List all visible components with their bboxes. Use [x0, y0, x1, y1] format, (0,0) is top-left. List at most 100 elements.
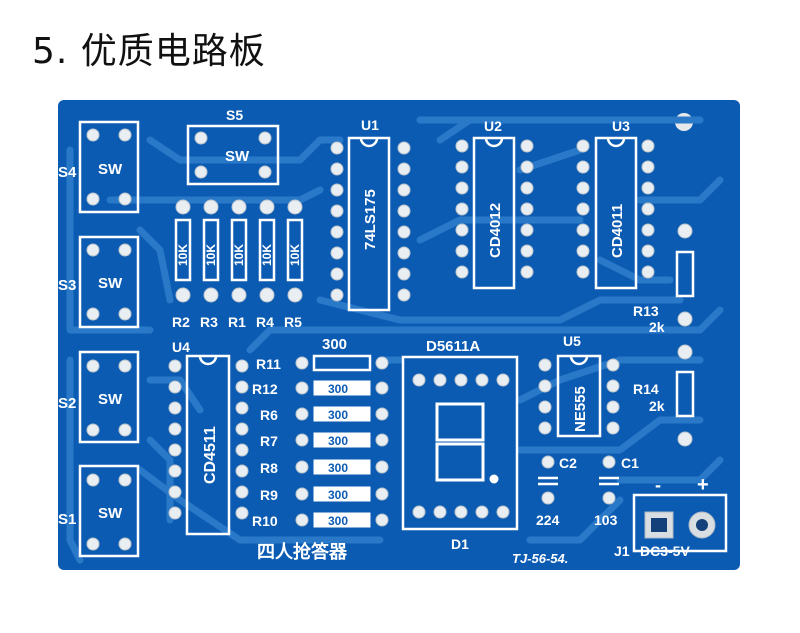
- chip-u1: 74LS175 U1: [330, 117, 411, 312]
- switch-ref-s4: S4: [58, 164, 77, 181]
- switch-s2: SW S2: [58, 350, 140, 444]
- resistor-r11: R11: [256, 354, 389, 372]
- display-part: D5611A: [426, 338, 480, 355]
- seven-segment-display: D5611A D1: [401, 338, 519, 552]
- chip-u5: NE555 U5: [538, 333, 620, 438]
- resistor-value: 10K: [232, 244, 246, 266]
- resistor-value: 10K: [176, 244, 190, 266]
- chip-u1-part: 74LS175: [362, 189, 379, 250]
- switch-s3: SW S3: [58, 235, 140, 329]
- resistor-r9: 300 R9: [260, 486, 389, 503]
- resistor-ref: R4: [256, 314, 274, 330]
- chip-u1-ref: U1: [361, 117, 379, 133]
- display-segments: [435, 402, 499, 484]
- chip-u4: CD4511 U4: [168, 339, 249, 536]
- resistor-r13: R13 2k: [633, 223, 695, 335]
- resistor-r12: 300 R12: [252, 380, 389, 397]
- resistor-stack-header: 300: [322, 336, 347, 353]
- resistor-array-10k: 10K R2 10K R3 10K R1 10K R4 10K R5: [172, 199, 304, 330]
- resistor-ref: R11: [256, 356, 281, 372]
- switch-s4: SW S4: [58, 120, 140, 214]
- resistor-value: 10K: [260, 244, 274, 266]
- resistor-stack-300: 300 R11 300 R12 300 R6 300 R7 300: [252, 336, 389, 529]
- resistor-r7: 300 R7: [260, 432, 389, 449]
- switch-ref-s3: S3: [58, 277, 76, 294]
- chip-u4-part: CD4511: [202, 426, 219, 484]
- resistor-value: 300: [328, 408, 348, 422]
- chip-u2-part: CD4012: [487, 203, 504, 258]
- power-ref: J1: [614, 543, 630, 559]
- resistor-r8: 300 R8: [260, 459, 389, 476]
- resistor-value: 10K: [204, 244, 218, 266]
- resistor-ref: R5: [284, 314, 302, 330]
- chip-u5-ref: U5: [563, 333, 581, 349]
- chip-u4-pins: [168, 359, 249, 520]
- chip-u2-ref: U2: [484, 118, 502, 134]
- chip-u3-part: CD4011: [609, 204, 626, 258]
- switch-label: SW: [98, 391, 123, 408]
- chip-u5-part: NE555: [572, 386, 589, 432]
- capacitor-c1-ref: C1: [621, 455, 639, 471]
- board-title: 四人抢答器: [257, 541, 348, 562]
- chip-u3-pins: [576, 139, 655, 279]
- resistor-value: 300: [328, 434, 348, 448]
- resistor-ref: R1: [228, 314, 246, 330]
- chip-u4-ref: U4: [172, 339, 190, 355]
- resistor-value: 300: [328, 514, 348, 528]
- resistor-ref: R12: [252, 381, 278, 397]
- resistor-ref: R3: [200, 314, 218, 330]
- power-plus: +: [697, 474, 709, 496]
- capacitor-c2-ref: C2: [559, 455, 577, 471]
- chip-u3-ref: U3: [612, 118, 630, 134]
- resistor-ref: R10: [252, 513, 278, 529]
- switch-s5: SW S5: [186, 107, 280, 186]
- resistor-r10: 300 R10: [252, 512, 389, 529]
- resistor-r1: 10K R1: [228, 199, 248, 330]
- display-ref: D1: [451, 536, 469, 552]
- capacitor-c2: C2 224: [536, 455, 577, 528]
- switch-ref-s2: S2: [58, 395, 76, 412]
- resistor-r3: 10K R3: [200, 199, 220, 330]
- resistor-ref: R9: [260, 487, 278, 503]
- resistor-r14-ref: R14: [633, 381, 659, 397]
- resistor-r13-ref: R13: [633, 303, 659, 319]
- resistor-r14-value: 2k: [649, 398, 665, 414]
- chip-u3: CD4011 U3: [576, 118, 655, 290]
- power-minus: -: [655, 475, 661, 495]
- switch-ref-s1: S1: [58, 511, 76, 528]
- resistor-ref: R2: [172, 314, 190, 330]
- chip-u2-pins: [455, 139, 534, 279]
- switch-ref-s5: S5: [226, 107, 243, 123]
- board-code: TJ-56-54.: [512, 551, 568, 566]
- switch-label: SW: [98, 505, 123, 522]
- capacitor-c1-value: 103: [594, 512, 618, 528]
- chip-u5-pins: [538, 358, 620, 435]
- power-label: DC3-5V: [640, 543, 690, 559]
- resistor-ref: R7: [260, 433, 278, 449]
- resistor-r2: 10K R2: [172, 199, 192, 330]
- switch-s1: SW S1: [58, 464, 140, 558]
- display-pins-bottom: [412, 505, 510, 519]
- resistor-value: 300: [328, 488, 348, 502]
- power-connector-j1: - + J1 DC3-5V: [614, 474, 728, 559]
- resistor-r14: R14 2k: [633, 344, 695, 447]
- resistor-value: 300: [328, 382, 348, 396]
- page-heading: 5. 优质电路板: [32, 31, 266, 72]
- switch-label: SW: [98, 275, 123, 292]
- display-pins-top: [412, 373, 510, 387]
- capacitor-c2-value: 224: [536, 512, 560, 528]
- switch-label: SW: [98, 161, 123, 178]
- chip-u2: CD4012 U2: [455, 118, 534, 290]
- chip-u1-pins: [330, 141, 411, 302]
- resistor-value: 10K: [288, 244, 302, 266]
- resistor-value: 300: [328, 461, 348, 475]
- resistor-r5: 10K R5: [284, 199, 304, 330]
- capacitor-c1: C1 103: [594, 455, 639, 528]
- resistor-r13-value: 2k: [649, 319, 665, 335]
- resistor-r6: 300 R6: [260, 406, 389, 423]
- resistor-ref: R6: [260, 407, 278, 423]
- resistor-r4: 10K R4: [256, 199, 276, 330]
- resistor-ref: R8: [260, 460, 278, 476]
- switch-label: SW: [225, 148, 250, 165]
